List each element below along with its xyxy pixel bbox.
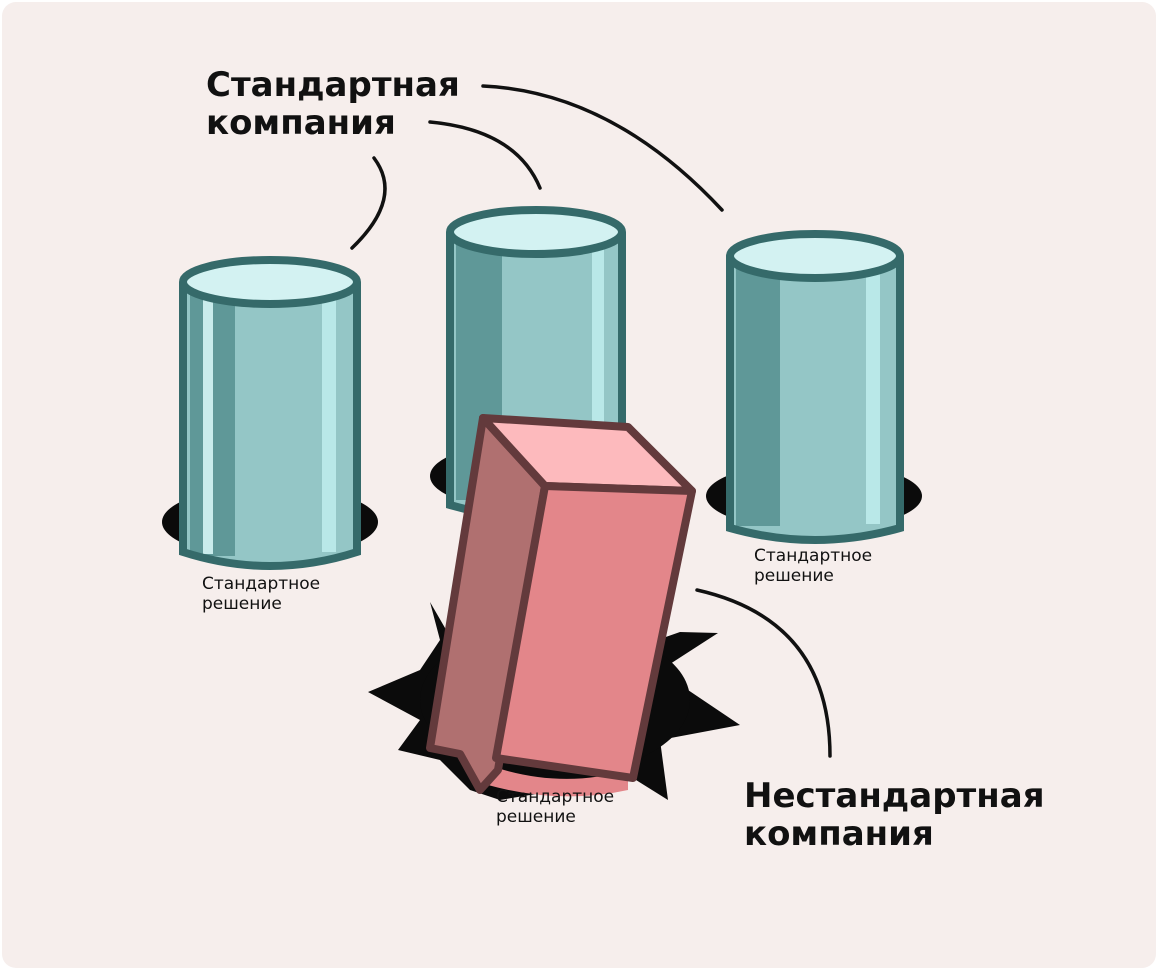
cylinder-left bbox=[162, 256, 378, 570]
label-standard-company: Стандартная компания bbox=[206, 65, 460, 143]
leader-line-nonstandard bbox=[695, 588, 832, 758]
cylinder-middle-top bbox=[446, 206, 626, 258]
leader-line-left bbox=[350, 156, 387, 250]
leader-lines bbox=[350, 84, 832, 758]
label-standard-solution-center: Стандартное решение bbox=[496, 787, 615, 827]
leader-line-right bbox=[481, 84, 724, 212]
leader-line-middle bbox=[428, 120, 542, 190]
cylinder-right-highlight-right bbox=[866, 266, 880, 524]
cylinder-right-top bbox=[726, 230, 904, 282]
pink-block bbox=[426, 414, 696, 794]
cylinder-left-highlight-right bbox=[322, 292, 336, 552]
cylinder-left-highlight bbox=[203, 292, 213, 554]
label-standard-solution-left: Стандартное решение bbox=[202, 574, 321, 614]
cylinder-left-top bbox=[179, 256, 361, 308]
pink-block-front bbox=[492, 482, 696, 782]
label-nonstandard-company: Нестандартная компания bbox=[744, 776, 1045, 854]
broken-hole-rim bbox=[488, 765, 628, 797]
label-standard-solution-right: Стандартное решение bbox=[754, 546, 873, 586]
cylinder-right-shade bbox=[736, 264, 780, 526]
cylinder-right bbox=[706, 230, 922, 544]
